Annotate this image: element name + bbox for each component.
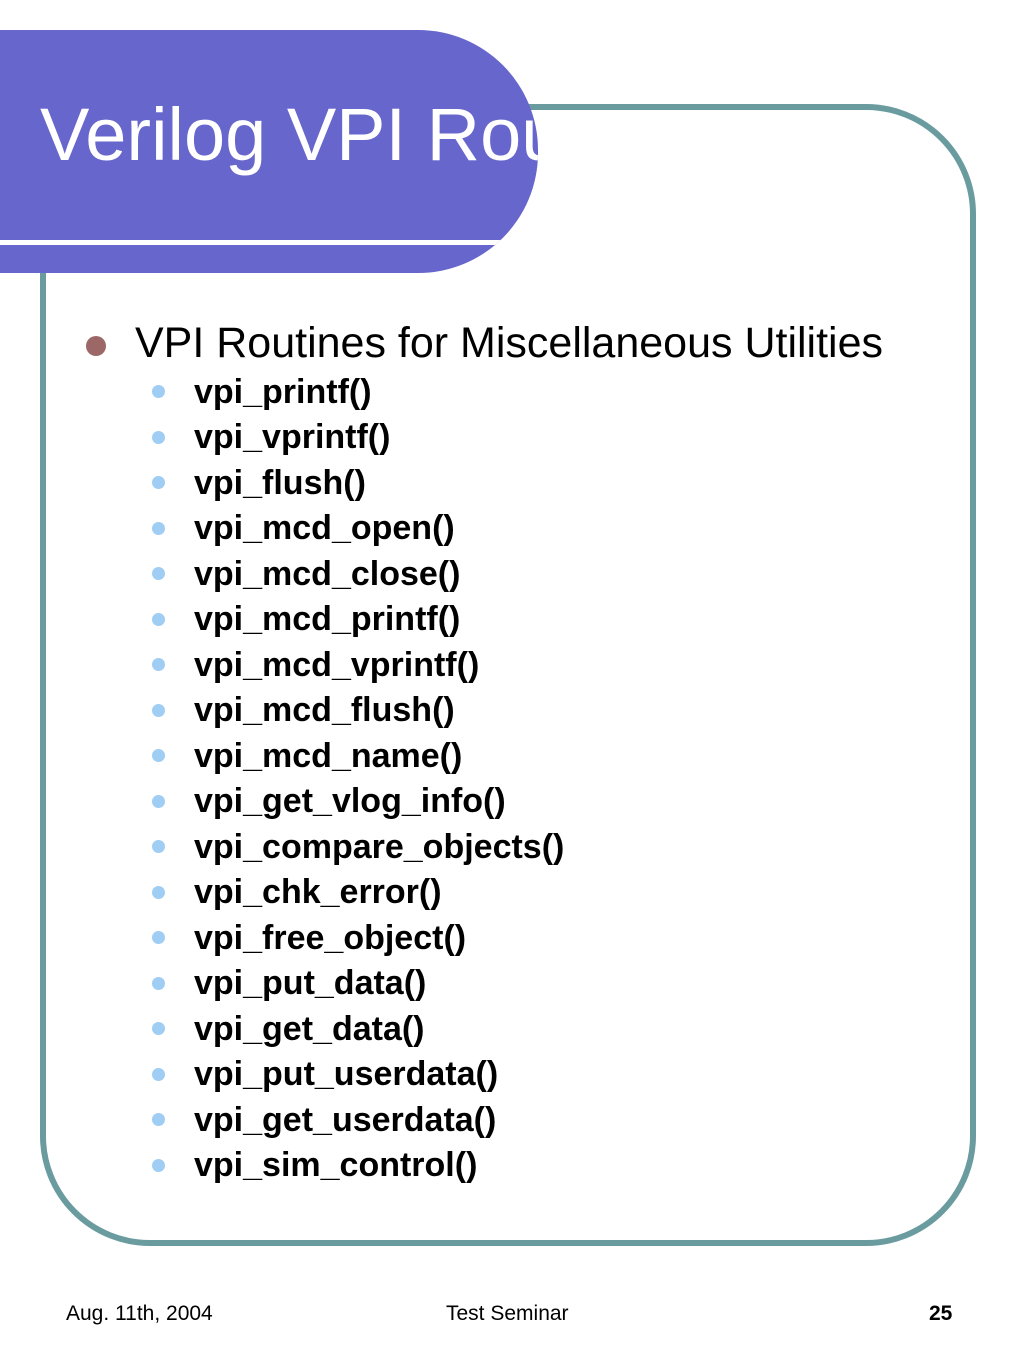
list-item: vpi_mcd_flush() [152, 688, 564, 734]
routine-name: vpi_printf() [194, 372, 372, 411]
routine-name: vpi_put_userdata() [194, 1055, 499, 1094]
routine-name: vpi_free_object() [194, 918, 467, 957]
bullet-dot-icon [152, 749, 165, 763]
bullet-dot-icon [152, 658, 165, 672]
list-item: vpi_chk_error() [152, 870, 564, 916]
routine-name: vpi_vprintf() [194, 418, 391, 457]
bullet-dot-icon [152, 521, 165, 535]
title-rule [0, 240, 538, 245]
sub-bullet-list: vpi_printf() vpi_vprintf() vpi_flush() v… [152, 369, 564, 1188]
routine-name: vpi_compare_objects() [194, 827, 565, 866]
routine-name: vpi_get_vlog_info() [194, 782, 506, 821]
list-item: vpi_compare_objects() [152, 824, 564, 870]
bullet-dot-icon [152, 931, 165, 945]
list-item: vpi_get_data() [152, 1006, 564, 1052]
list-item: vpi_vprintf() [152, 415, 564, 461]
routine-name: vpi_sim_control() [194, 1146, 478, 1185]
list-item: vpi_put_userdata() [152, 1052, 564, 1098]
routine-name: vpi_get_userdata() [194, 1100, 497, 1139]
page-number: 25 [929, 1302, 953, 1325]
routine-name: vpi_mcd_close() [194, 554, 461, 593]
main-bullet-text: VPI Routines for Miscellaneous Utilities [135, 319, 884, 367]
bullet-dot-icon [152, 385, 165, 399]
list-item: vpi_mcd_name() [152, 733, 564, 779]
main-bullet: VPI Routines for Miscellaneous Utilities [86, 318, 966, 370]
list-item: vpi_mcd_printf() [152, 597, 564, 643]
list-item: vpi_get_userdata() [152, 1097, 564, 1143]
bullet-dot-icon [152, 476, 165, 490]
bullet-dot-icon [152, 1022, 165, 1036]
bullet-dot-icon [152, 703, 165, 717]
list-item: vpi_free_object() [152, 915, 564, 961]
list-item: vpi_mcd_close() [152, 551, 564, 597]
list-item: vpi_sim_control() [152, 1143, 564, 1189]
routine-name: vpi_mcd_vprintf() [194, 645, 480, 684]
bullet-dot-icon [152, 1067, 165, 1081]
bullet-dot-icon [152, 976, 165, 990]
list-item: vpi_get_vlog_info() [152, 779, 564, 825]
routine-name: vpi_flush() [194, 463, 366, 502]
routine-name: vpi_mcd_flush() [194, 691, 455, 730]
bullet-dot-icon [152, 612, 165, 626]
list-item: vpi_printf() [152, 369, 564, 415]
title-banner: Verilog VPI Routines [0, 30, 538, 273]
bullet-dot-icon [152, 1113, 165, 1127]
routine-name: vpi_put_data() [194, 964, 427, 1003]
footer-title: Test Seminar [446, 1302, 569, 1325]
routine-name: vpi_get_data() [194, 1009, 425, 1048]
bullet-dot-icon [152, 885, 165, 899]
bullet-dot-icon [152, 840, 165, 854]
routine-name: vpi_mcd_open() [194, 509, 455, 548]
main-bullet-dot-icon [86, 336, 106, 356]
routine-name: vpi_mcd_name() [194, 736, 463, 775]
bullet-dot-icon [152, 430, 165, 444]
list-item: vpi_put_data() [152, 961, 564, 1007]
bullet-dot-icon [152, 794, 165, 808]
list-item: vpi_mcd_open() [152, 506, 564, 552]
slide-title: Verilog VPI Routines [40, 93, 538, 176]
list-item: vpi_flush() [152, 460, 564, 506]
list-item: vpi_mcd_vprintf() [152, 642, 564, 688]
routine-name: vpi_mcd_printf() [194, 600, 461, 639]
routine-name: vpi_chk_error() [194, 873, 442, 912]
bullet-dot-icon [152, 567, 165, 581]
bullet-dot-icon [152, 1158, 165, 1172]
footer-date: Aug. 11th, 2004 [66, 1302, 213, 1325]
